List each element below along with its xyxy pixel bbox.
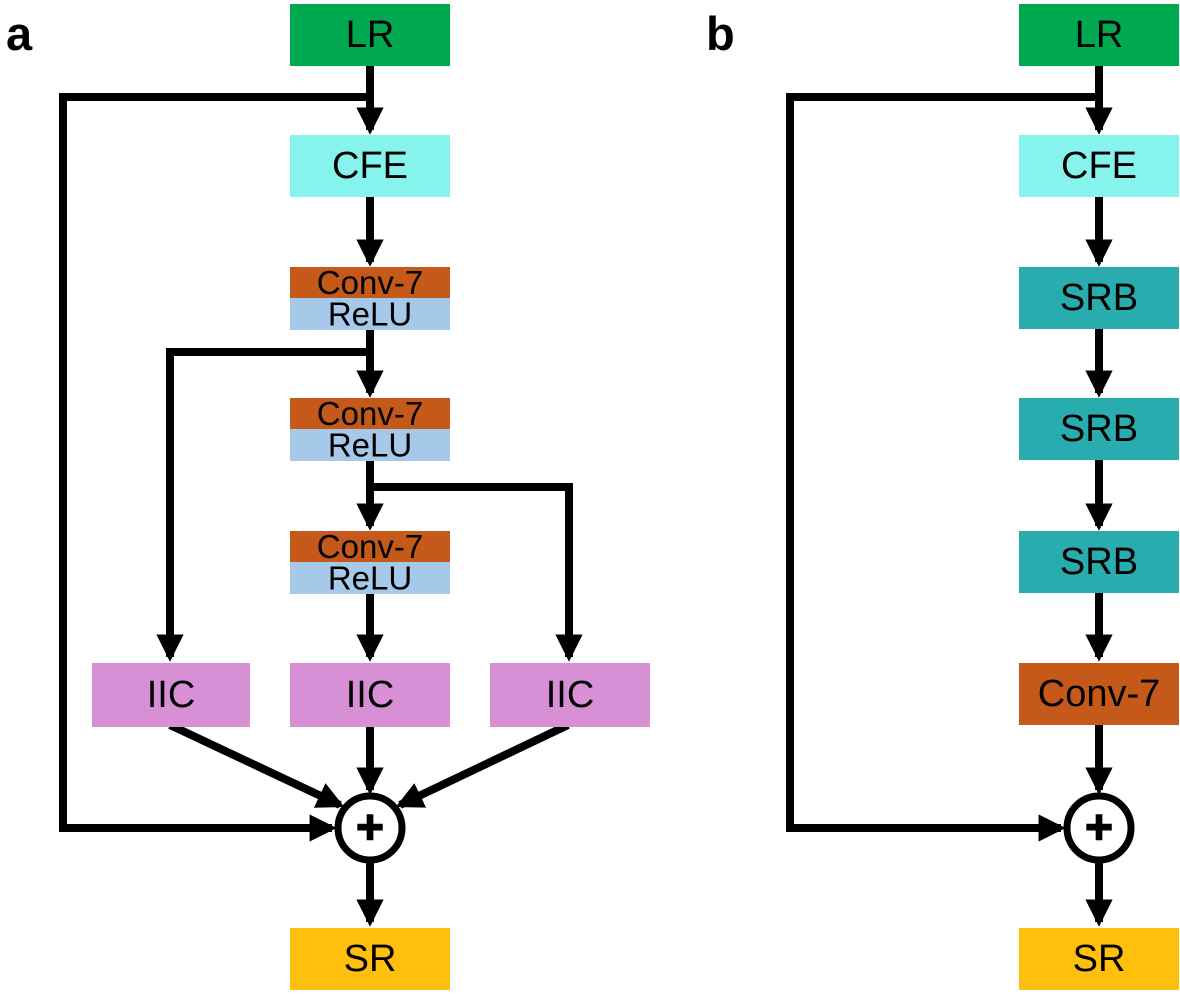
node-label-cfe: CFE xyxy=(1061,145,1137,187)
node-label-sr: SR xyxy=(1073,938,1126,980)
node-label-iic-left: IIC xyxy=(147,674,196,716)
node-label-conv7-3: Conv-7 xyxy=(317,528,423,565)
edge-a-branch-to-right-iic xyxy=(370,483,583,662)
node-box-cfe xyxy=(1019,135,1179,197)
plus-sign: + xyxy=(356,802,384,855)
panel-label-a: a xyxy=(6,7,33,60)
panel-label-b: b xyxy=(706,7,735,60)
node-label-sr: SR xyxy=(344,938,397,980)
node-label-srb-3: SRB xyxy=(1060,541,1138,583)
plus-sign: + xyxy=(1085,802,1113,855)
edge-b-lr-skip-to-sum xyxy=(786,93,1099,842)
node-b-conv7: Conv-7 xyxy=(1019,663,1179,725)
edge-a-left-iic-to-sum xyxy=(168,721,345,809)
node-a-cfe: CFE xyxy=(290,135,450,197)
node-a-iic-right: IIC xyxy=(490,663,650,727)
node-box-lr xyxy=(1019,4,1179,66)
node-box-conv7-1 xyxy=(290,267,450,298)
node-box-cfe xyxy=(290,135,450,197)
node-box-relu-2 xyxy=(290,429,450,461)
node-box-iic-left xyxy=(92,663,250,727)
sum-circle xyxy=(334,792,406,864)
node-box-sr xyxy=(290,928,450,990)
node-a-lr: LR xyxy=(290,4,450,66)
edge-a-branch-to-left-iic xyxy=(156,348,370,662)
node-label-srb-1: SRB xyxy=(1060,277,1138,319)
node-box-srb-2 xyxy=(1019,398,1179,460)
node-box-lr xyxy=(290,4,450,66)
node-label-cfe: CFE xyxy=(332,145,408,187)
node-a-relu-2: ReLU xyxy=(290,427,450,464)
node-b-lr: LR xyxy=(1019,4,1179,66)
node-b-sr: SR xyxy=(1019,928,1179,990)
node-b-srb-1: SRB xyxy=(1019,267,1179,329)
node-a-iic-middle: IIC xyxy=(290,663,450,727)
edge-a-lr-skip-to-sum xyxy=(59,93,370,842)
node-label-lr: LR xyxy=(346,14,395,56)
node-label-conv7: Conv-7 xyxy=(1038,673,1161,715)
node-box-sr xyxy=(1019,928,1179,990)
node-box-conv7 xyxy=(1019,663,1179,725)
node-a-relu-1: ReLU xyxy=(290,296,450,333)
node-label-iic-middle: IIC xyxy=(346,674,395,716)
sum-circle xyxy=(1063,792,1135,864)
node-box-iic-middle xyxy=(290,663,450,727)
node-b-srb-2: SRB xyxy=(1019,398,1179,460)
node-a-conv7-3: Conv-7 xyxy=(290,528,450,565)
node-a-conv7-2: Conv-7 xyxy=(290,395,450,432)
node-label-srb-2: SRB xyxy=(1060,408,1138,450)
node-label-conv7-2: Conv-7 xyxy=(317,395,423,432)
node-b-cfe: CFE xyxy=(1019,135,1179,197)
node-label-lr: LR xyxy=(1075,14,1124,56)
node-box-conv7-2 xyxy=(290,398,450,429)
node-a-relu-3: ReLU xyxy=(290,560,450,597)
node-label-relu-3: ReLU xyxy=(328,560,412,597)
node-a-conv7-1: Conv-7 xyxy=(290,264,450,301)
node-box-srb-3 xyxy=(1019,531,1179,593)
node-box-relu-3 xyxy=(290,562,450,594)
node-label-relu-1: ReLU xyxy=(328,296,412,333)
sum-junction-a: + xyxy=(334,792,406,864)
edge-a-right-iic-to-sum xyxy=(395,721,570,809)
panel-b: b LR CFE SRB SRB SRB Conv-7SR + xyxy=(706,4,1179,990)
node-a-iic-left: IIC xyxy=(92,663,250,727)
node-box-relu-1 xyxy=(290,298,450,330)
node-box-iic-right xyxy=(490,663,650,727)
node-label-conv7-1: Conv-7 xyxy=(317,264,423,301)
node-label-iic-right: IIC xyxy=(546,674,595,716)
node-a-sr: SR xyxy=(290,928,450,990)
node-box-srb-1 xyxy=(1019,267,1179,329)
node-label-relu-2: ReLU xyxy=(328,427,412,464)
node-b-srb-3: SRB xyxy=(1019,531,1179,593)
node-box-conv7-3 xyxy=(290,531,450,562)
sum-junction-b: + xyxy=(1063,792,1135,864)
